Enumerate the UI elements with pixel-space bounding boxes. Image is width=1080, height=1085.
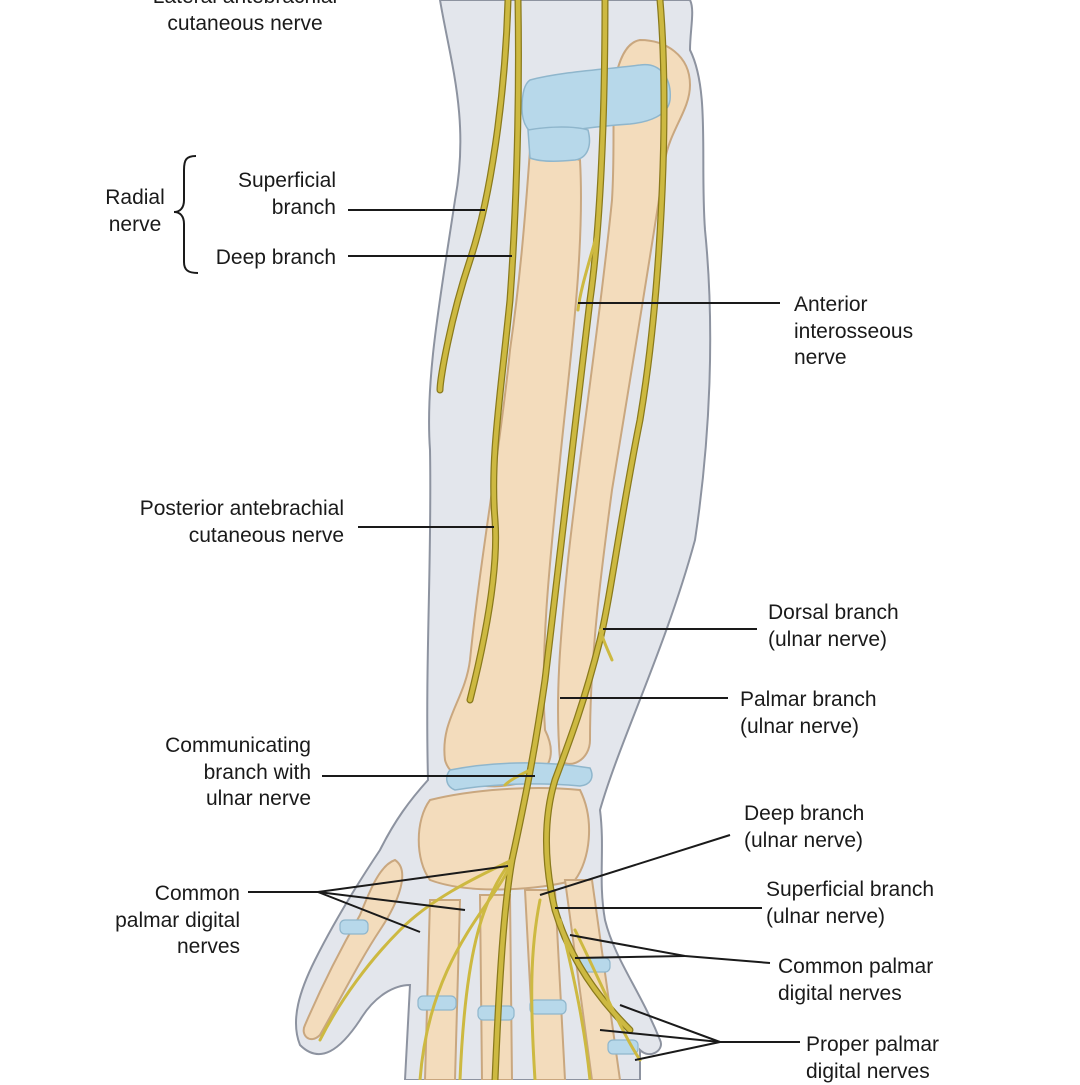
- radial-head-cartilage: [527, 126, 591, 163]
- label-radial-nerve: Radial nerve: [105, 186, 165, 236]
- label-lateral-antebrachial: Lateral antebrachial cutaneous nerve: [153, 0, 337, 35]
- radial-nerve-brace: [173, 155, 199, 274]
- label-palmar-branch-ulnar: Palmar branch (ulnar nerve): [740, 688, 877, 738]
- leader-lines: [248, 209, 800, 1061]
- label-superficial-branch-ulnar: Superficial branch (ulnar nerve): [766, 878, 935, 928]
- label-superficial-branch: Superficial branch: [237, 169, 336, 219]
- finger-joint-cartilage: [339, 919, 639, 1055]
- label-communicating-branch: Communicating branch with ulnar nerve: [165, 734, 311, 810]
- elbow-cartilage: [521, 63, 671, 137]
- label-deep-branch: Deep branch: [215, 246, 336, 269]
- radius-bone: [443, 148, 582, 788]
- label-deep-branch-ulnar: Deep branch (ulnar nerve): [744, 802, 865, 852]
- label-common-palmar-right: Common palmar digital nerves: [778, 955, 934, 1005]
- label-posterior-antebrachial: Posterior antebrachial cutaneous nerve: [139, 497, 344, 547]
- nerves: [318, 0, 668, 1080]
- label-proper-palmar: Proper palmar digital nerves: [806, 1033, 940, 1083]
- label-common-palmar-left: Common palmar digital nerves: [115, 882, 240, 958]
- label-dorsal-branch-ulnar: Dorsal branch (ulnar nerve): [768, 601, 899, 651]
- label-anterior-interosseous: Anterior interosseous nerve: [794, 293, 914, 369]
